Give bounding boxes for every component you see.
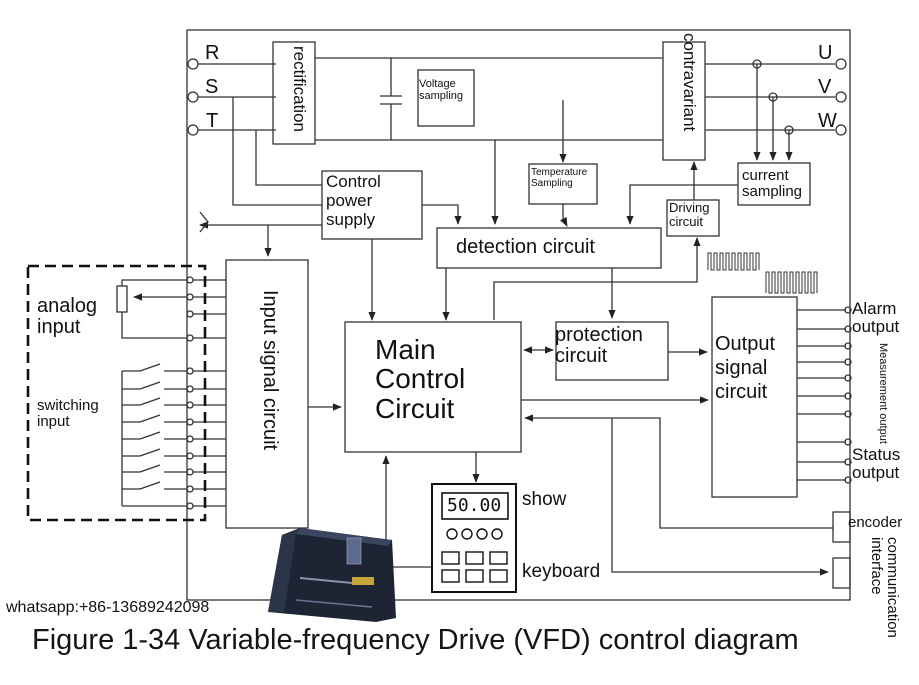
communication-interface-label: communication interface	[868, 537, 901, 638]
main-control-circuit-block	[344, 321, 522, 453]
measurement-output-label: Measurement output	[877, 343, 889, 444]
status-output-label: Status output	[852, 445, 901, 482]
input-signal-circuit-block	[225, 259, 309, 529]
figure-caption: Figure 1-34 Variable-frequency Drive (VF…	[32, 624, 799, 656]
voltage-sampling-label: Voltage sampling	[419, 78, 464, 102]
terminal-w	[835, 124, 847, 136]
external-input-frame	[26, 264, 207, 522]
keypad-display	[441, 492, 509, 520]
rectification-label: rectification	[290, 46, 309, 132]
protection-circuit-block	[555, 321, 669, 381]
terminal-u	[835, 58, 847, 70]
contravariant-label: contravariant	[680, 33, 699, 132]
analog-input-label: analog input	[37, 295, 98, 338]
contravariant-block	[662, 41, 706, 161]
phase-label-s: S	[205, 76, 219, 98]
detection-circuit-label: detection circuit	[456, 236, 595, 258]
phase-label-t: T	[206, 110, 219, 132]
vfd-product-image	[268, 528, 396, 622]
switch-contacts	[122, 363, 187, 490]
main-control-circuit-label: Main Control Circuit	[375, 334, 466, 424]
keyboard-label: keyboard	[522, 561, 601, 582]
phase-label-v: V	[818, 76, 832, 98]
phase-label-r: R	[205, 42, 220, 64]
terminal-v	[835, 91, 847, 103]
rectification-block	[272, 41, 316, 145]
potentiometer	[116, 285, 128, 313]
terminal-r	[187, 58, 199, 70]
driving-circuit-block	[666, 199, 720, 237]
contact-watermark: whatsapp:+86-13689242098	[6, 599, 210, 616]
communication-port	[832, 557, 851, 589]
output-signal-circuit-label: Output signal circuit	[715, 333, 776, 403]
protection-circuit-label: protection circuit	[555, 324, 643, 367]
detection-circuit-block	[436, 227, 662, 269]
terminal-t	[187, 124, 199, 136]
current-sampling-block	[737, 162, 811, 206]
switching-input-label: switching input	[37, 397, 99, 430]
encoder-label: encoder	[848, 514, 903, 531]
input-signal-circuit-label: Input signal circuit	[259, 290, 281, 451]
show-label: show	[522, 489, 567, 510]
alarm-output-label: Alarm output	[852, 299, 900, 336]
phase-label-w: W	[818, 110, 837, 132]
outer-frame	[186, 29, 851, 601]
phase-label-u: U	[818, 42, 833, 64]
temperature-sampling-label: Temperature Sampling	[531, 167, 588, 189]
keypad-device	[431, 483, 517, 593]
voltage-sampling-block	[417, 69, 475, 127]
keypad-display-value: 50.00	[447, 495, 502, 516]
driving-circuit-label: Driving circuit	[669, 200, 710, 229]
output-signal-circuit-block	[711, 296, 798, 498]
encoder-port	[832, 511, 851, 543]
control-power-supply-label: Control power supply	[326, 172, 381, 230]
terminal-s	[187, 91, 199, 103]
current-sampling-label: current sampling	[742, 167, 803, 200]
